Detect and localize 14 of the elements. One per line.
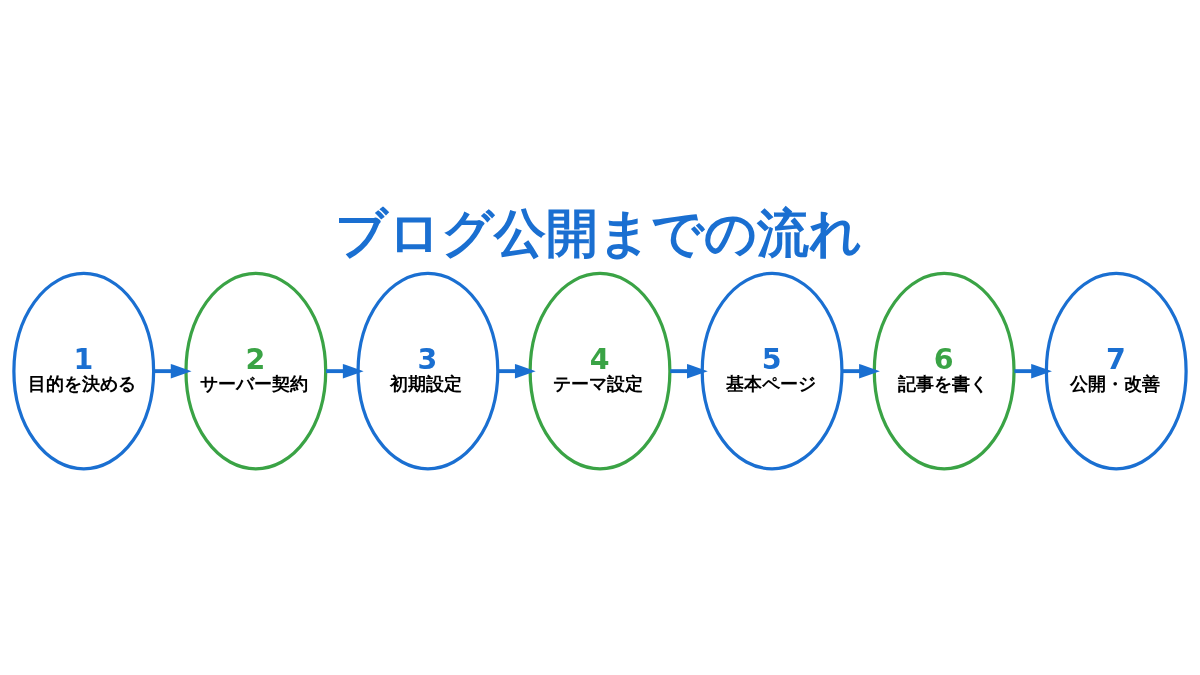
node-ellipse: 3 初期設定 bbox=[356, 271, 500, 471]
node-ellipse: 5 基本ページ bbox=[700, 271, 844, 471]
node-ellipse: 6 記事を書く bbox=[872, 271, 1016, 471]
node-ellipse: 1 目的を決める bbox=[12, 271, 156, 471]
arrow bbox=[326, 363, 364, 379]
diagram-title: ブログ公開までの流れ bbox=[335, 203, 863, 264]
node-ellipse: 2 サーバー契約 bbox=[184, 271, 328, 471]
node-ellipse: 4 テーマ設定 bbox=[528, 271, 672, 471]
arrow bbox=[670, 363, 708, 379]
node-ellipse: 7 公開・改善 bbox=[1044, 271, 1188, 471]
arrow bbox=[154, 363, 192, 379]
arrow bbox=[1014, 363, 1052, 379]
arrow bbox=[842, 363, 880, 379]
arrow bbox=[498, 363, 536, 379]
